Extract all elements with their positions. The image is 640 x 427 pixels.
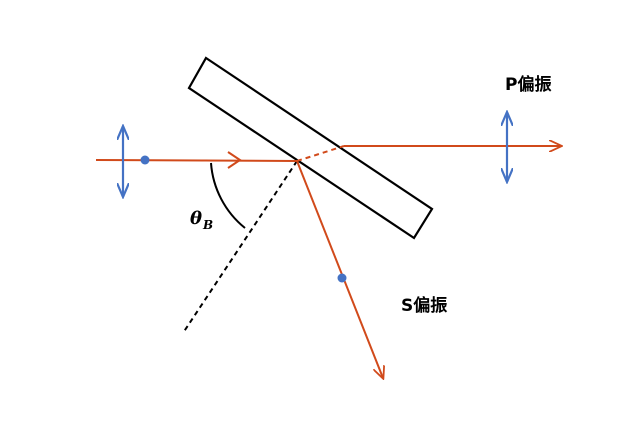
incident-ray: [95, 159, 298, 162]
incident-polarization-dot-icon: [140, 155, 150, 165]
incident-ray-arrowhead: [227, 151, 242, 169]
reflected-ray: [296, 160, 383, 378]
reflected-polarization-dot-icon: [337, 273, 347, 283]
glass-plate: [187, 56, 434, 240]
brewster-angle-label: θB: [190, 208, 213, 232]
refracted-ray-inside-plate: [296, 145, 345, 162]
angle-symbol: θ: [190, 208, 203, 229]
p-polarization-label: P偏振: [505, 75, 552, 95]
s-polarization-label: S偏振: [401, 296, 448, 316]
brewster-angle-arc: [210, 162, 246, 229]
surface-normal-line: [182, 160, 298, 334]
angle-subscript: B: [203, 218, 214, 232]
